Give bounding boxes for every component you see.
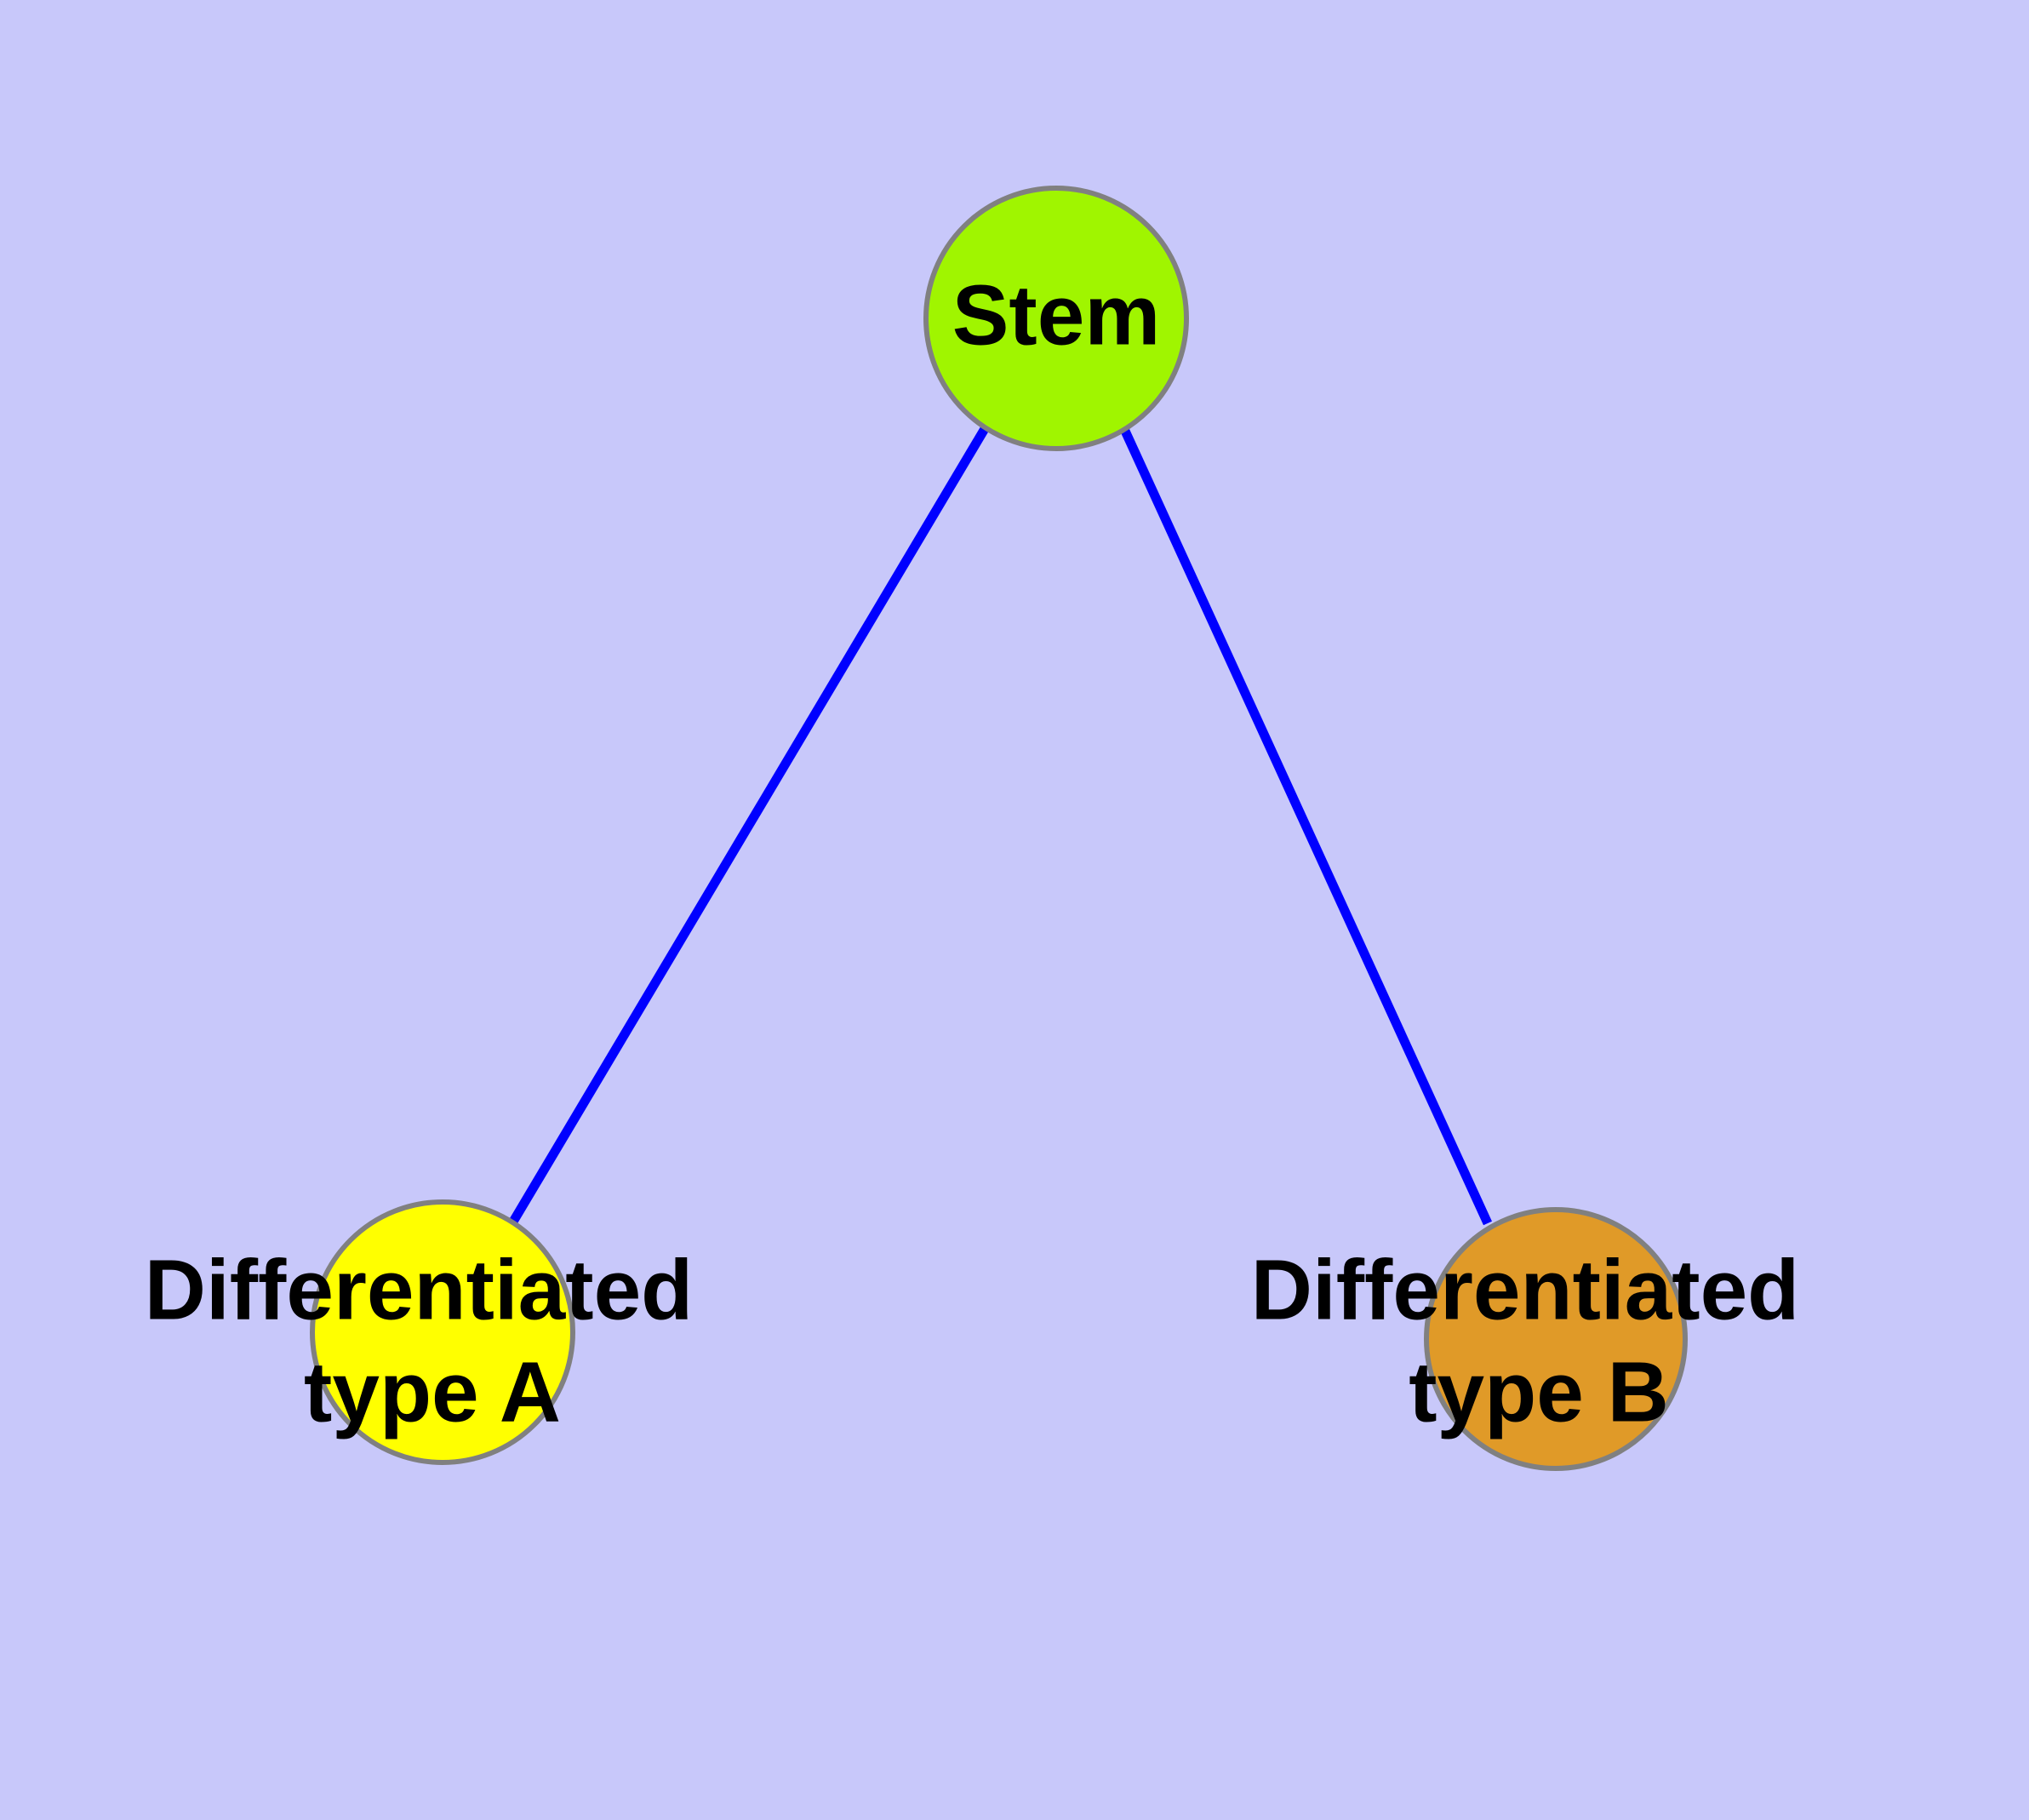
node-differentiated-a-circle[interactable] — [310, 1199, 575, 1465]
node-differentiated-a-label-line2: type A — [304, 1344, 561, 1439]
edge-stem-to-differentiated-b[interactable] — [1119, 426, 1493, 1226]
node-differentiated-b-label-line1: Differentiated — [1251, 1242, 1800, 1337]
edge-stem-to-differentiated-a[interactable] — [509, 425, 990, 1224]
node-differentiated-a-label-line1: Differentiated — [145, 1242, 694, 1337]
edges-layer — [509, 425, 1493, 1226]
node-differentiated-b-circle[interactable] — [1424, 1207, 1688, 1471]
node-stem-circle[interactable] — [923, 186, 1189, 451]
labels-layer: Stem Differentiated type A Differentiate… — [145, 267, 1800, 1439]
nodes-layer — [310, 186, 1688, 1471]
node-stem-label: Stem — [952, 267, 1161, 363]
node-differentiated-b-label-line2: type B — [1409, 1344, 1669, 1439]
